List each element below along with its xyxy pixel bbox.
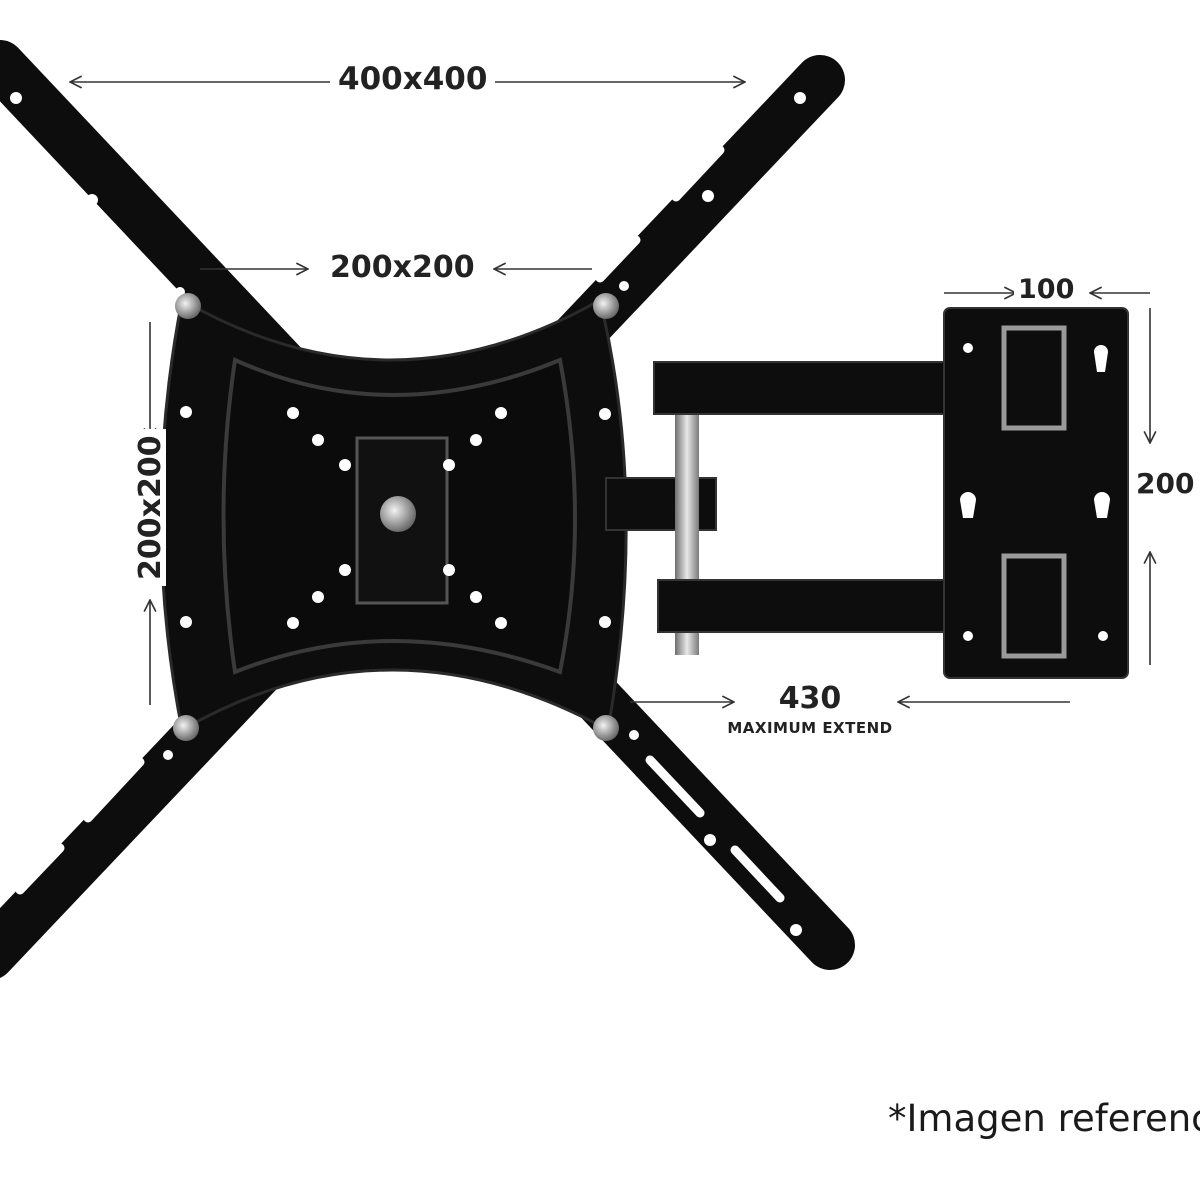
plate-holes (180, 406, 611, 629)
wall-plate-holes (960, 343, 1110, 641)
tilt-bolt (380, 496, 416, 532)
short-link (605, 477, 717, 531)
dimension-label-extension: 430 (778, 681, 842, 716)
dimension-label-wall-plate-height: 200 (1134, 467, 1197, 500)
dimension-label-200x200-horizontal: 200x200 (322, 253, 483, 283)
dimension-label-400x400: 400x400 (330, 64, 496, 95)
dimension-label-200x200-vertical: 200x200 (133, 429, 168, 586)
dimension-caption-maximum-extend: MAXIMUM EXTEND (727, 719, 893, 737)
upper-hinge (1001, 325, 1067, 431)
dimension-arrows (70, 82, 1150, 705)
central-mounting-plate (159, 293, 628, 741)
corner-bolts (173, 293, 619, 741)
reference-image-caption: *Imagen referenc (888, 1097, 1200, 1140)
lower-hinge (1001, 553, 1067, 659)
wall-plate (943, 307, 1129, 679)
arm-slots (15, 135, 785, 903)
arm-holes (10, 92, 806, 936)
dimension-label-wall-plate-width: 100 (1014, 276, 1079, 303)
